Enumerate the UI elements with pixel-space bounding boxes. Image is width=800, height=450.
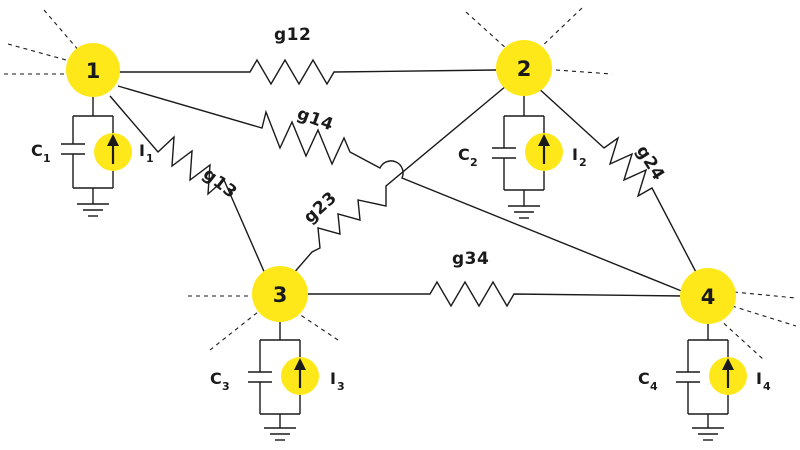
node-circle-icon — [66, 43, 120, 97]
capacitor-icon — [676, 371, 700, 383]
network-stubs — [4, 7, 797, 361]
node-3: 3 — [252, 266, 308, 322]
node-label: 3 — [273, 283, 288, 307]
capacitor-label: C — [458, 145, 470, 164]
current-source-label: I — [756, 369, 762, 388]
node-label: 1 — [86, 59, 101, 83]
resistor-g14: g14 — [117, 85, 685, 293]
node-1: 1 — [66, 43, 120, 97]
node-label: 2 — [517, 57, 532, 81]
current-source-subscript: 3 — [337, 380, 345, 393]
resistor-zigzag-icon — [285, 85, 507, 283]
shunt-branch-1: C 1 I 1 — [31, 92, 154, 217]
current-source-label: I — [330, 369, 336, 388]
conductance-label-g24: g24 — [632, 142, 669, 184]
capacitor-subscript: 3 — [222, 380, 230, 393]
conductance-label-g34: g34 — [452, 249, 489, 269]
current-source-subscript: 1 — [146, 152, 154, 165]
current-source-subscript: 2 — [579, 156, 587, 169]
node-2: 2 — [496, 40, 552, 96]
resistor-zigzag-icon — [535, 85, 699, 277]
current-source-arrow-icon — [94, 133, 132, 171]
node-circle-icon — [496, 40, 552, 96]
capacitor-icon — [61, 143, 85, 155]
resistor-zigzag-icon — [117, 85, 685, 293]
resistor-g24: g24 — [535, 85, 699, 277]
capacitor-subscript: 2 — [470, 156, 478, 169]
node-circle-icon — [252, 266, 308, 322]
ground-icon — [77, 203, 109, 217]
current-source-arrow-icon — [709, 357, 747, 395]
node-circle-icon — [680, 268, 736, 324]
capacitor-icon — [492, 147, 516, 159]
ground-icon — [692, 427, 724, 441]
shunt-branch-2: C 2 I 2 — [458, 88, 587, 219]
conductance-label-g23: g23 — [300, 188, 341, 228]
shunt-branch-4: C 4 I 4 — [638, 316, 771, 441]
capacitor-subscript: 1 — [43, 152, 51, 165]
resistor-g12: g12 — [118, 25, 497, 86]
resistor-g34: g34 — [300, 249, 685, 308]
capacitor-icon — [248, 371, 272, 383]
resistor-zigzag-icon — [118, 58, 497, 86]
conductance-label-g12: g12 — [274, 25, 311, 45]
ground-icon — [508, 205, 540, 219]
current-source-arrow-icon — [525, 133, 563, 171]
capacitor-label: C — [210, 369, 222, 388]
node-label: 4 — [701, 285, 716, 309]
resistor-zigzag-icon — [300, 280, 685, 308]
ground-icon — [264, 427, 296, 441]
conductance-label-g13: g13 — [199, 164, 241, 203]
capacitor-label: C — [31, 141, 43, 160]
resistor-zigzag-icon — [109, 95, 267, 277]
capacitor-label: C — [638, 369, 650, 388]
conductance-label-g14: g14 — [294, 104, 336, 136]
current-source-arrow-icon — [281, 357, 319, 395]
current-source-subscript: 4 — [763, 380, 771, 393]
node-4: 4 — [680, 268, 736, 324]
current-source-label: I — [572, 145, 578, 164]
current-source-label: I — [139, 141, 145, 160]
shunt-branch-3: C 3 I 3 — [210, 314, 345, 441]
capacitor-subscript: 4 — [650, 380, 658, 393]
